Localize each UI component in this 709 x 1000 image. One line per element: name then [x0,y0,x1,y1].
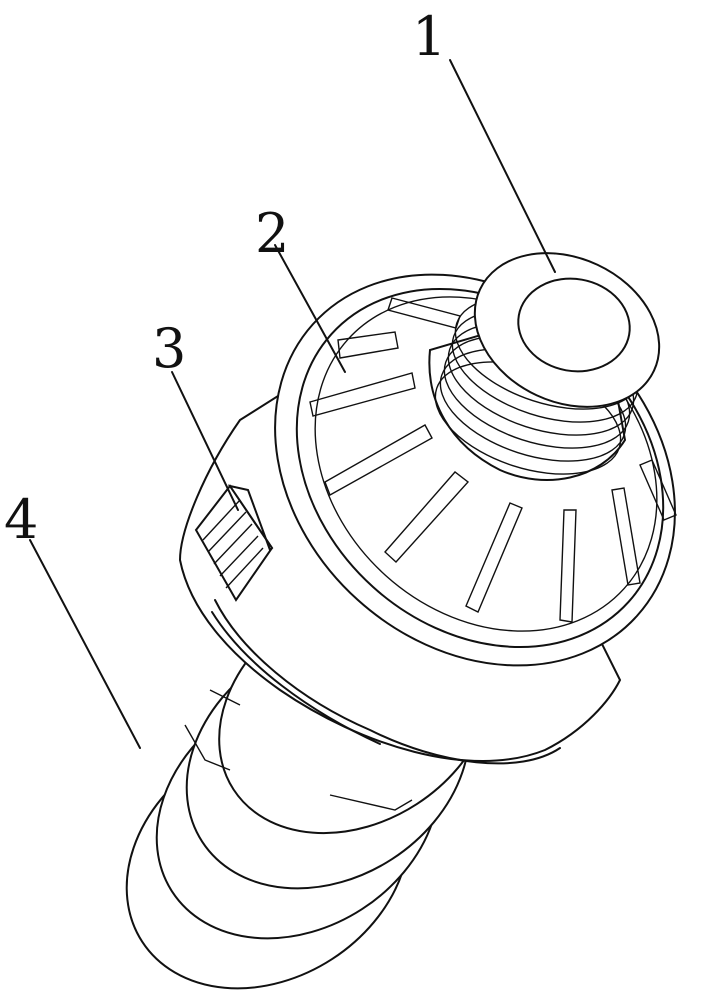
callout-1: 1 [412,5,446,68]
part-3-switch-block [194,484,274,602]
leader-4 [29,539,141,749]
leader-3 [171,371,239,511]
part-1-screw-base [428,252,661,481]
leader-2 [274,244,346,373]
leader-lines [29,59,556,749]
callout-2: 2 [255,202,289,265]
callout-3: 3 [152,317,186,380]
leader-1 [449,59,556,273]
callout-4: 4 [4,488,38,551]
